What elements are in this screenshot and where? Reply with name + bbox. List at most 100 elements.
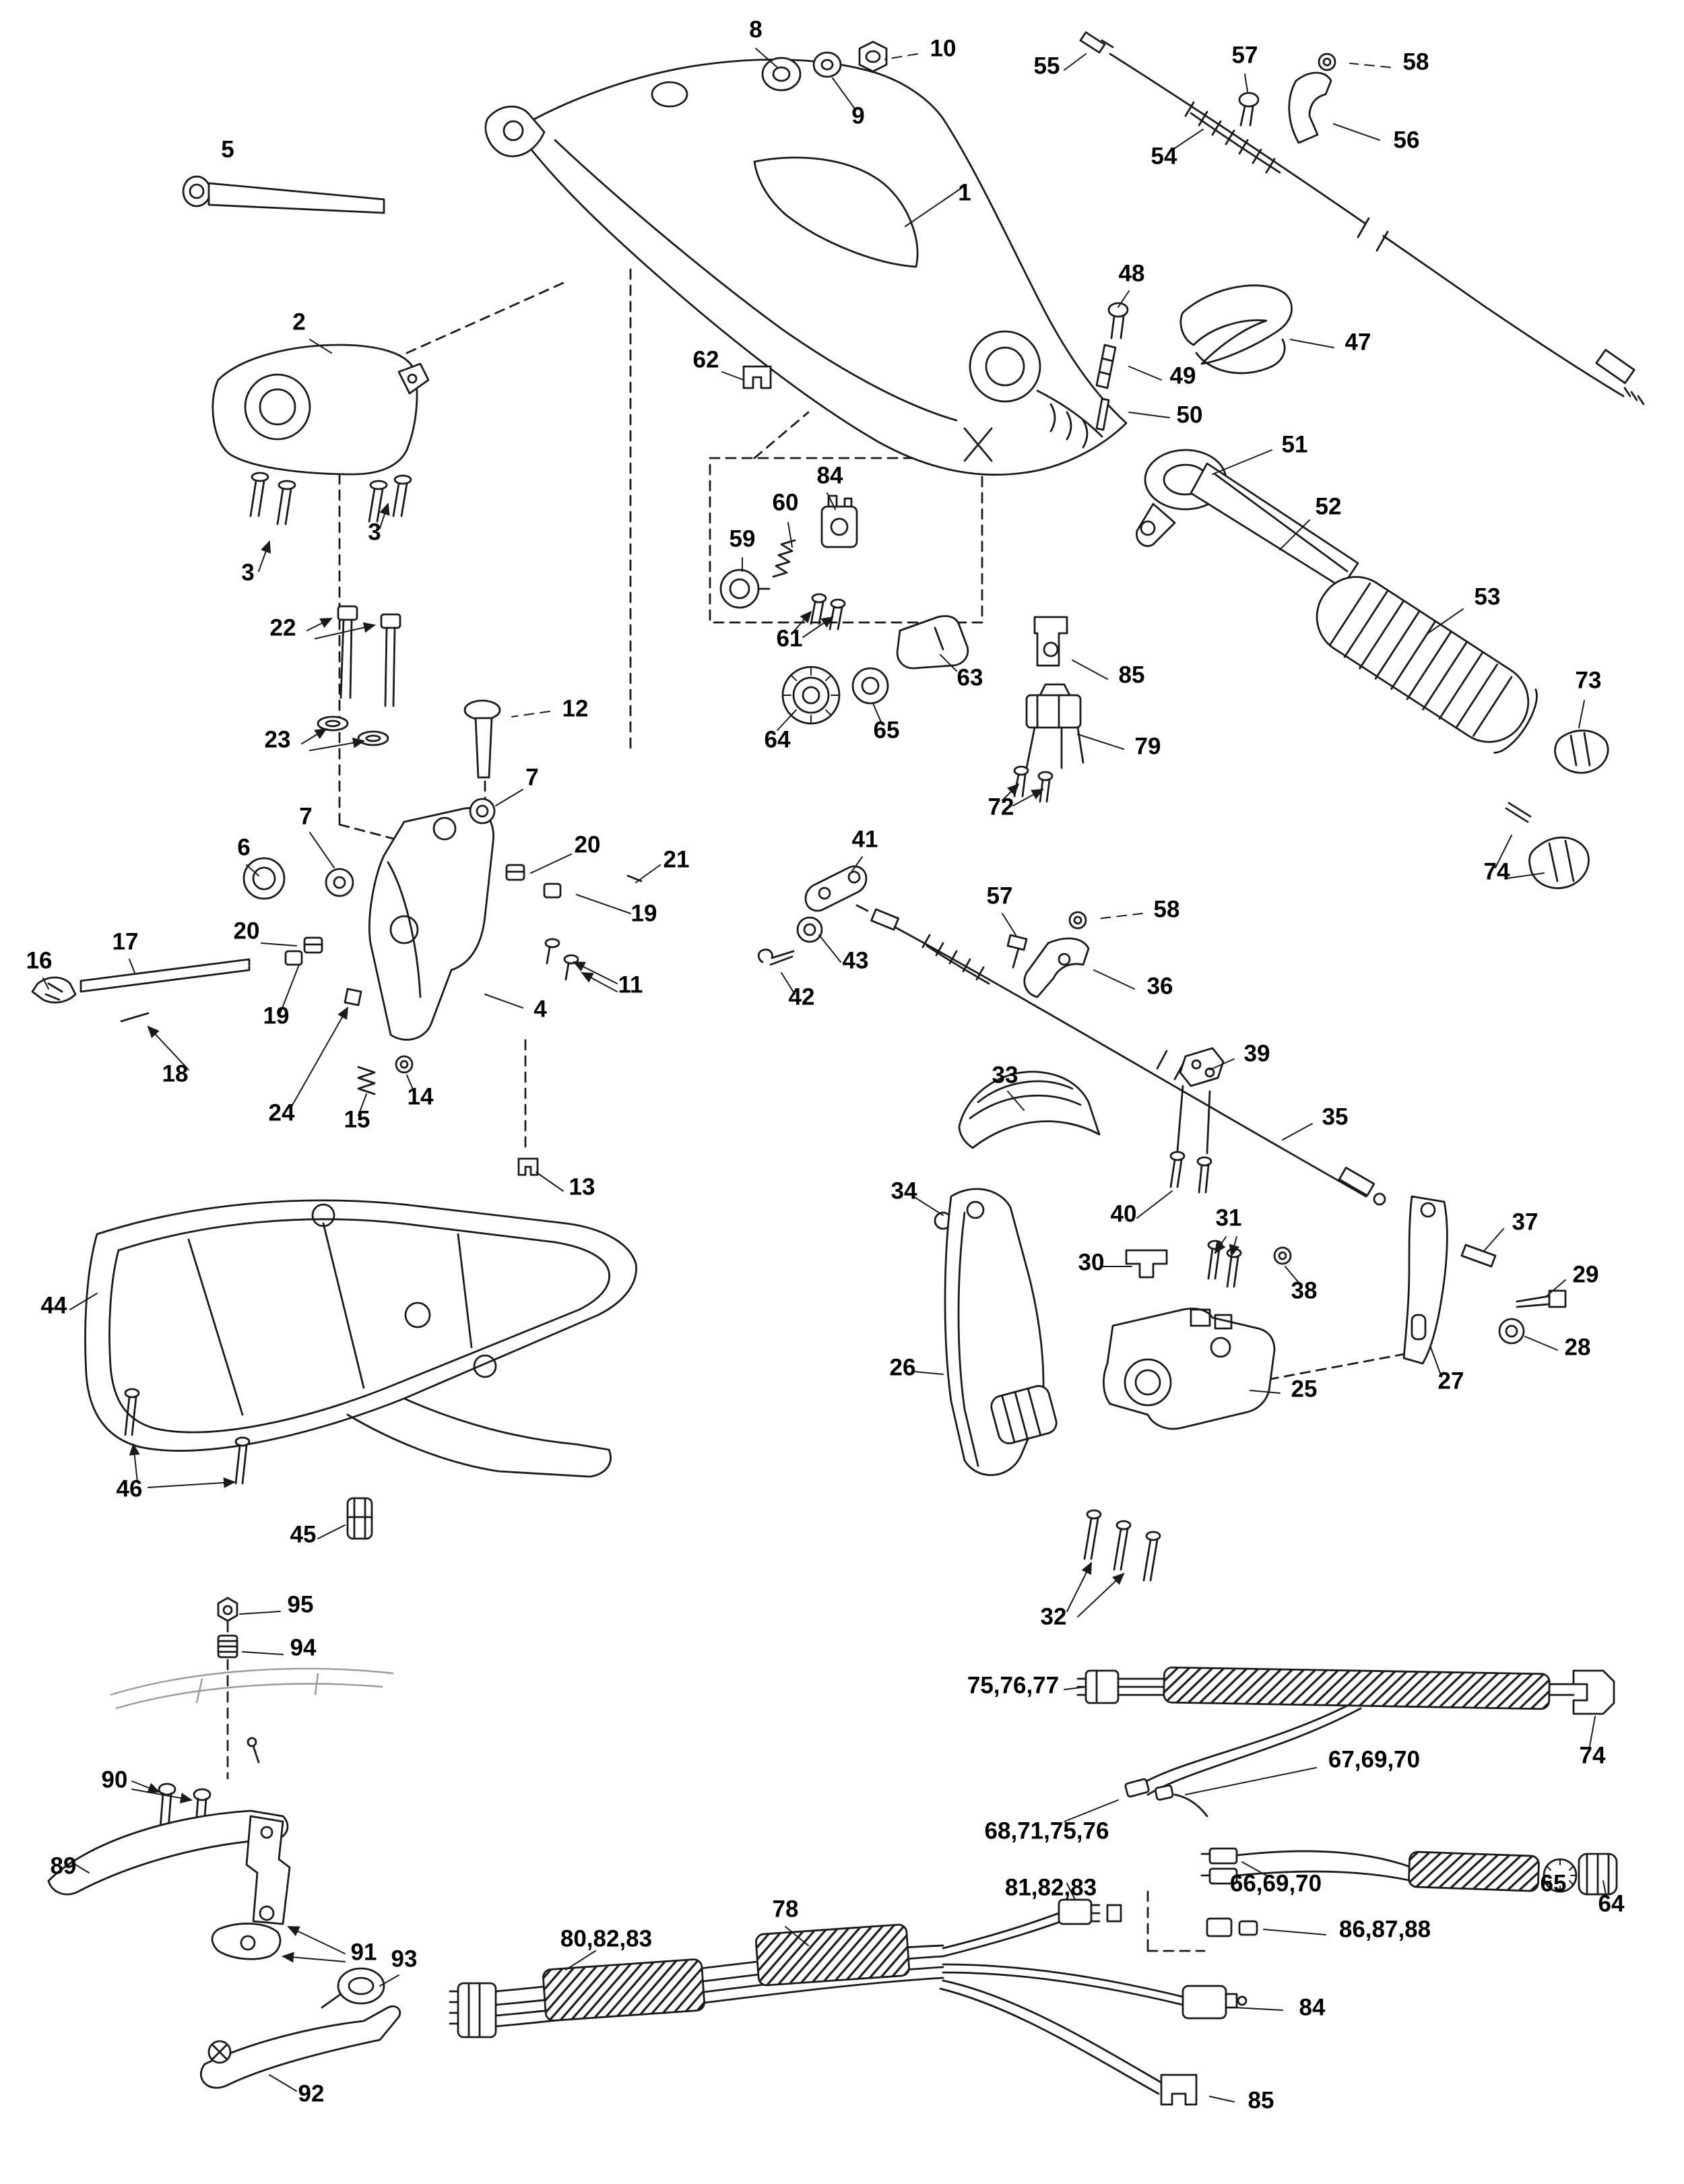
callout-38: 38 — [1291, 1278, 1318, 1304]
callout-12: 12 — [562, 696, 589, 722]
callout-90: 90 — [102, 1767, 128, 1793]
callout-74-top: 74 — [1484, 859, 1510, 885]
callout-57-top: 57 — [1232, 42, 1258, 69]
stop-switch-illustration — [1013, 616, 1084, 803]
washer-stack-illustration — [761, 40, 888, 92]
callout-67-69-70: 67,69,70 — [1328, 1747, 1420, 1773]
callout-95: 95 — [288, 1592, 314, 1618]
callout-43: 43 — [843, 948, 869, 974]
friction-arm-illustration — [47, 1597, 401, 2089]
tiller-collar-illustration — [1135, 449, 1359, 589]
callout-11: 11 — [618, 972, 643, 998]
callout-27: 27 — [1438, 1368, 1464, 1394]
hardware-bolts-illustration — [317, 605, 501, 779]
callout-94: 94 — [290, 1635, 317, 1661]
callout-13: 13 — [569, 1174, 595, 1200]
callout-18: 18 — [162, 1061, 189, 1087]
callout-79: 79 — [1135, 734, 1161, 760]
callout-19-a: 19 — [631, 901, 657, 927]
callout-25: 25 — [1291, 1376, 1318, 1403]
callout-72: 72 — [988, 794, 1014, 821]
shift-lever-illustration — [934, 1070, 1567, 1582]
switch-group-illustration — [719, 365, 969, 725]
callout-75-76-77: 75,76,77 — [967, 1673, 1059, 1699]
wiring-harness-illustration — [449, 1666, 1618, 2106]
callout-55: 55 — [1034, 53, 1060, 79]
callout-29: 29 — [1573, 1262, 1599, 1288]
callout-89: 89 — [51, 1853, 77, 1880]
callout-59: 59 — [730, 526, 756, 552]
callout-42: 42 — [789, 984, 815, 1010]
callout-16: 16 — [26, 948, 53, 974]
callout-8: 8 — [749, 17, 762, 43]
callout-6: 6 — [237, 835, 250, 861]
steering-arm-illustration — [484, 59, 1128, 476]
callout-23: 23 — [265, 727, 291, 753]
callout-39: 39 — [1244, 1041, 1270, 1067]
shift-cable-illustration — [855, 904, 1386, 1206]
callout-26: 26 — [890, 1355, 916, 1381]
callout-36: 36 — [1147, 973, 1173, 1000]
callout-54: 54 — [1151, 143, 1177, 170]
callout-37: 37 — [1512, 1209, 1539, 1235]
callout-91: 91 — [351, 1939, 377, 1966]
callout-7-a: 7 — [525, 765, 538, 791]
callout-28: 28 — [1565, 1335, 1591, 1361]
callout-65-top: 65 — [874, 717, 900, 744]
callout-14: 14 — [408, 1084, 434, 1110]
callout-47: 47 — [1345, 329, 1371, 356]
callout-56: 56 — [1394, 127, 1420, 154]
callout-64-top: 64 — [765, 727, 791, 753]
callout-80-82-83: 80,82,83 — [560, 1926, 652, 1952]
callout-1: 1 — [958, 180, 971, 206]
callout-9: 9 — [851, 103, 864, 129]
callout-40: 40 — [1111, 1201, 1137, 1227]
callout-46: 46 — [117, 1476, 143, 1502]
mount-clamp-illustration — [212, 344, 430, 525]
callout-48: 48 — [1119, 261, 1145, 287]
callout-84-top: 84 — [817, 463, 843, 489]
steering-bracket-illustration — [31, 798, 643, 1176]
callout-3-a: 3 — [368, 519, 381, 546]
callout-33: 33 — [992, 1062, 1018, 1089]
callout-41: 41 — [852, 827, 878, 853]
lower-cover-illustration — [84, 1199, 637, 1540]
callout-20-b: 20 — [234, 918, 260, 944]
illustration — [31, 31, 1645, 2106]
callout-19-b: 19 — [263, 1003, 290, 1029]
callout-62: 62 — [693, 347, 719, 373]
throttle-cable-illustration — [1079, 31, 1645, 406]
callout-92: 92 — [298, 2081, 325, 2107]
callout-31: 31 — [1216, 1205, 1242, 1231]
callout-64-bottom: 64 — [1598, 1891, 1625, 1917]
callout-78: 78 — [773, 1896, 799, 1923]
callout-84-bottom: 84 — [1299, 1995, 1326, 2021]
callout-51: 51 — [1282, 432, 1308, 458]
callout-5: 5 — [221, 137, 234, 163]
callout-22: 22 — [270, 615, 296, 641]
callout-85-top: 85 — [1119, 662, 1145, 688]
arrow-leader-lines — [129, 503, 1240, 1963]
callout-17: 17 — [112, 929, 139, 955]
callout-2: 2 — [292, 309, 305, 335]
friction-lever-illustration — [1095, 284, 1293, 431]
callout-44: 44 — [41, 1293, 67, 1319]
callout-52: 52 — [1316, 494, 1342, 520]
callout-21: 21 — [663, 847, 690, 873]
callout-93: 93 — [391, 1946, 418, 1972]
callout-20-a: 20 — [575, 832, 601, 858]
callout-85-bottom: 85 — [1248, 2088, 1274, 2114]
callout-24: 24 — [269, 1100, 295, 1126]
callout-10: 10 — [930, 36, 957, 62]
callout-61: 61 — [777, 626, 803, 652]
callout-65-bottom: 65 — [1541, 1871, 1567, 1897]
callout-7-b: 7 — [299, 804, 312, 830]
callout-15: 15 — [344, 1107, 370, 1133]
callout-74-bottom: 74 — [1580, 1743, 1606, 1769]
callout-35: 35 — [1322, 1104, 1349, 1130]
callout-66-69-70: 66,69,70 — [1230, 1871, 1322, 1897]
callout-45: 45 — [290, 1522, 317, 1548]
pivot-bolt-illustration — [182, 175, 385, 214]
callout-73: 73 — [1576, 668, 1602, 694]
